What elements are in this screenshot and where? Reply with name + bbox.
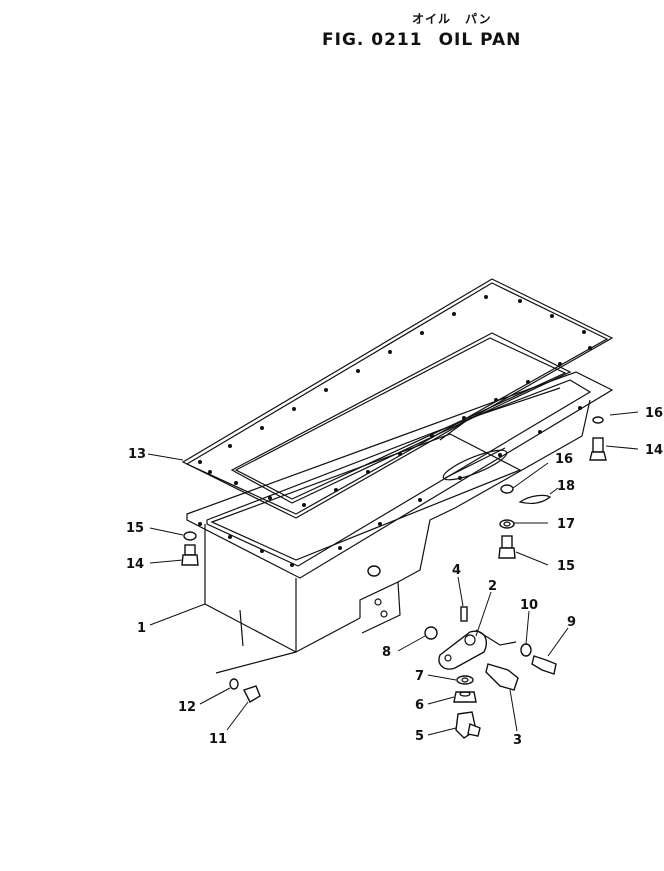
pan-flange-bolt-holes [198, 406, 582, 567]
o-ring-8 [424, 626, 438, 640]
callout-17: 17 [557, 517, 575, 532]
fitting-5 [455, 711, 481, 739]
washer-17 [499, 519, 515, 529]
callout-11: 11 [209, 732, 227, 747]
nut-6 [453, 691, 477, 703]
drain-plug-3 [485, 663, 519, 691]
clip-18 [518, 494, 552, 505]
plug-11 [243, 685, 261, 703]
elbow-2 [438, 630, 488, 670]
callout-3: 3 [513, 733, 522, 748]
title-jp-word-1: オイル [412, 12, 452, 26]
washer-7 [456, 675, 474, 685]
callout-16-right: 16 [645, 406, 663, 421]
callout-1: 1 [137, 621, 146, 636]
callout-7: 7 [415, 669, 424, 684]
figure-title: FIG. 0211 OIL PAN [322, 30, 521, 50]
callout-5: 5 [415, 729, 424, 744]
title-japanese: オイルパン [412, 10, 492, 27]
gasket-bolt-holes [198, 295, 592, 507]
callout-15-right: 15 [557, 559, 575, 574]
callout-numbers: 13 1 15 14 16 14 16 18 17 15 4 2 10 9 8 … [126, 406, 663, 748]
washer-16-middle [500, 484, 514, 494]
callout-18: 18 [557, 479, 575, 494]
washer-12 [229, 678, 239, 690]
bolt-15-right [498, 535, 516, 559]
callout-4: 4 [452, 563, 461, 578]
callout-8: 8 [382, 645, 391, 660]
callout-10: 10 [520, 598, 538, 613]
oil-pan-drawing [186, 371, 614, 674]
bolt-14-washer-16 [589, 416, 607, 461]
callout-15-left: 14 [126, 557, 144, 572]
callout-14: 14 [645, 443, 663, 458]
callout-6: 6 [415, 698, 424, 713]
gasket-drawing [181, 278, 614, 519]
figure-name: OIL PAN [438, 30, 522, 50]
pin-4 [460, 606, 468, 622]
bolt-15-left-washer-16 [181, 531, 199, 566]
title-jp-word-2: パン [465, 12, 492, 26]
callout-2: 2 [488, 579, 497, 594]
figure-number: FIG. 0211 [322, 30, 423, 50]
callout-13: 13 [128, 447, 146, 462]
leader-lines [147, 411, 639, 736]
callout-9: 9 [567, 615, 576, 630]
callout-12: 12 [178, 700, 196, 715]
callout-16-middle: 16 [555, 452, 573, 467]
washer-10 [520, 643, 532, 657]
bolt-9 [531, 655, 557, 675]
callout-16-left: 15 [126, 521, 144, 536]
